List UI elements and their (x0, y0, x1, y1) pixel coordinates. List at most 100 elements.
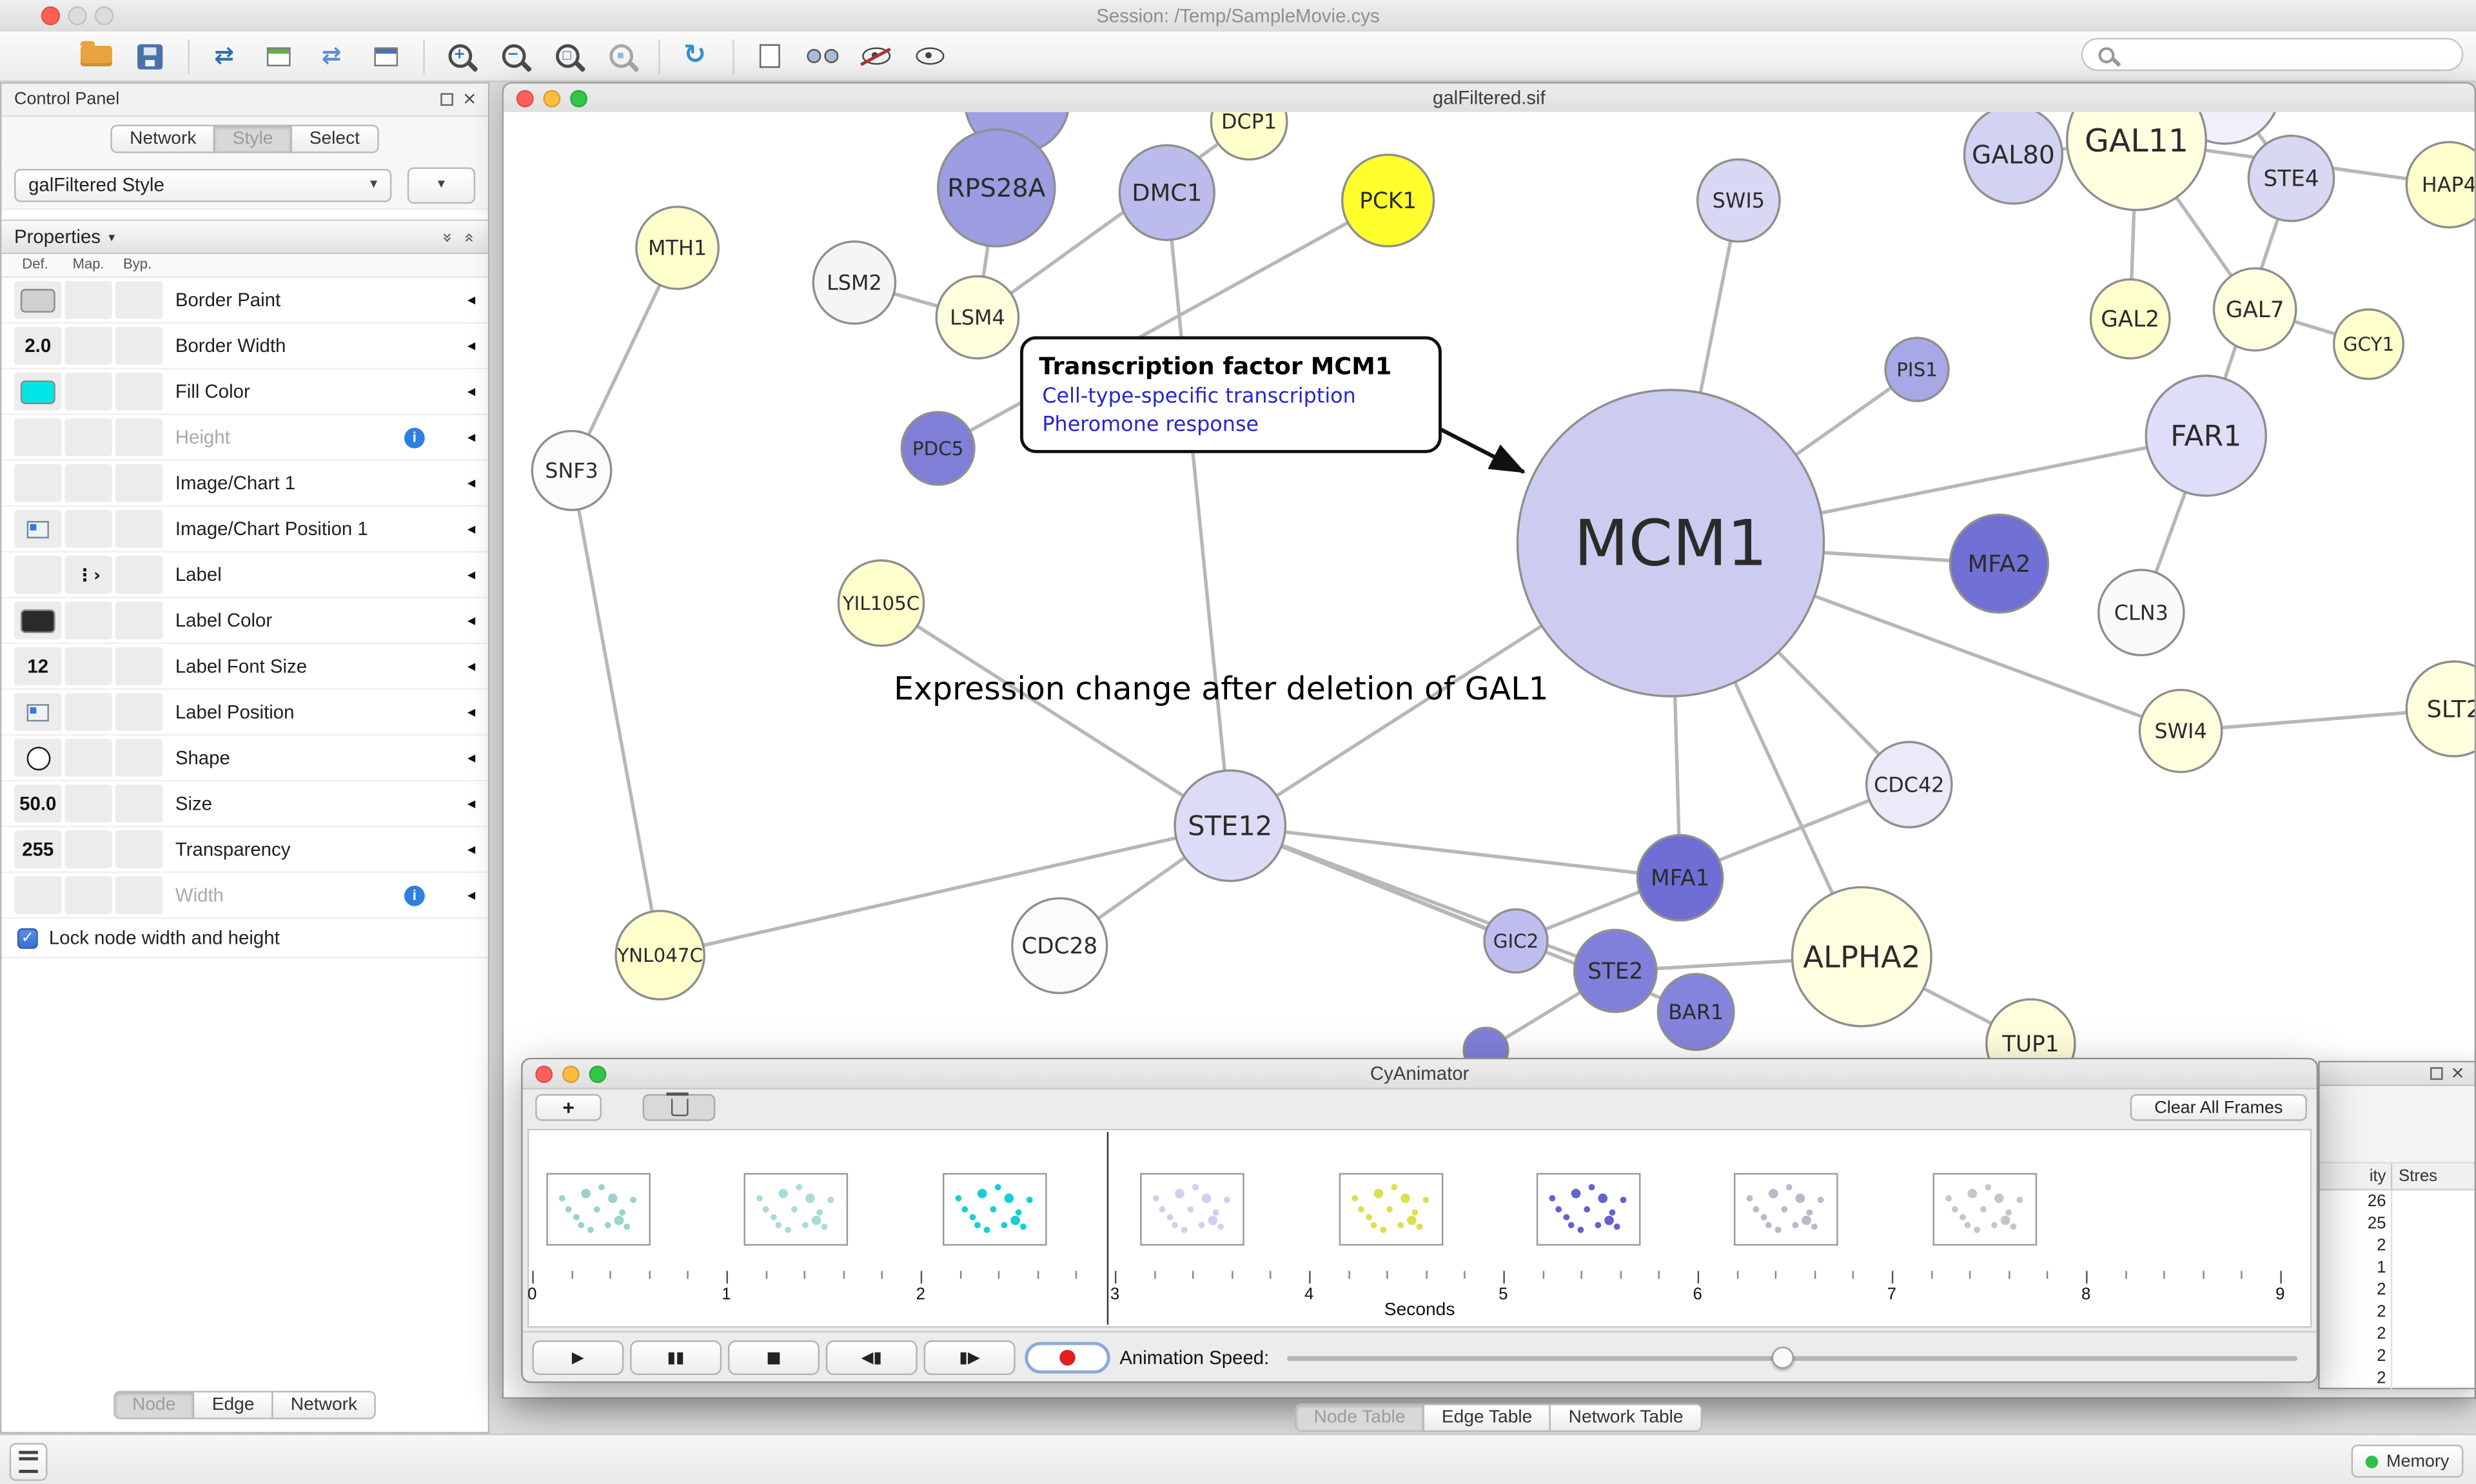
frame-thumbnail-8[interactable] (1932, 1173, 2038, 1246)
next-button[interactable]: ▮▶ (923, 1340, 1016, 1376)
export-network-icon[interactable]: ⇄ (321, 41, 342, 70)
node-GCY1[interactable] (2332, 308, 2405, 380)
node-GIC2[interactable] (1483, 908, 1549, 974)
style-options-button[interactable]: ▾ (407, 166, 476, 203)
property-row-image-chart-1[interactable]: Image/Chart 1◂ (1, 461, 488, 507)
node-DCP1[interactable] (1210, 112, 1288, 161)
clear-all-frames-button[interactable]: Clear All Frames (2130, 1094, 2307, 1121)
expand-arrow[interactable]: ◂ (467, 795, 476, 813)
node-GAL11[interactable] (2066, 112, 2207, 211)
playhead[interactable] (1106, 1131, 1109, 1325)
zoom-button[interactable] (570, 89, 588, 107)
node-CLN3[interactable] (2097, 569, 2185, 657)
table-row[interactable]: 25 (2320, 1212, 2475, 1235)
node-LSM2[interactable] (812, 240, 897, 325)
expand-arrow[interactable]: ◂ (467, 291, 476, 309)
expand-arrow[interactable]: ◂ (467, 520, 476, 538)
tab-select[interactable]: Select (290, 124, 379, 153)
frame-thumbnail-4[interactable] (1140, 1173, 1244, 1246)
play-button[interactable]: ▶ (532, 1340, 624, 1376)
previous-button[interactable]: ◀▮ (825, 1340, 918, 1376)
property-row-image-chart-position-1[interactable]: Image/Chart Position 1◂ (1, 507, 488, 553)
first-neighbors-icon[interactable] (802, 35, 843, 77)
minimize-button[interactable] (562, 1064, 580, 1082)
slider-thumb[interactable] (1771, 1346, 1794, 1369)
property-row-label-position[interactable]: Label Position◂ (1, 690, 488, 736)
panel-tab-network[interactable]: Network (271, 1391, 377, 1420)
close-button[interactable] (516, 89, 534, 107)
import-table-icon[interactable] (257, 35, 299, 77)
color-swatch[interactable] (20, 379, 55, 404)
zoom-out-icon[interactable]: − (493, 35, 534, 77)
expand-arrow[interactable]: ◂ (467, 841, 476, 859)
node-ALPHA2[interactable] (1791, 886, 1932, 1028)
zoom-in-icon[interactable]: + (439, 35, 480, 77)
node-PDC5[interactable] (900, 411, 976, 486)
show-all-icon[interactable] (910, 35, 951, 77)
tab-style[interactable]: Style (213, 124, 292, 153)
expand-arrow[interactable]: ◂ (467, 382, 476, 400)
table-row[interactable]: 2 (2320, 1367, 2475, 1390)
panel-toggle-button[interactable] (9, 1443, 48, 1481)
node-STE2[interactable] (1573, 928, 1658, 1013)
expand-arrow[interactable]: ◂ (467, 749, 476, 766)
snapshot-icon[interactable] (749, 35, 790, 77)
annotation-link[interactable]: Cell-type-specific transcription (1042, 385, 1356, 409)
table-row[interactable]: 1 (2320, 1256, 2475, 1279)
search-box[interactable] (2081, 37, 2464, 72)
node-BAR1[interactable] (1656, 973, 1735, 1051)
record-button[interactable] (1025, 1342, 1110, 1374)
node-RPS28A[interactable] (936, 128, 1056, 248)
node-STE4[interactable] (2247, 134, 2335, 222)
properties-header[interactable]: Properties ▾ » « (1, 219, 488, 255)
node-STE12[interactable] (1174, 769, 1287, 883)
node-GAL2[interactable] (2089, 278, 2171, 360)
annotation-box[interactable]: Transcription factor MCM1 Cell-type-spec… (1020, 336, 1442, 453)
frame-thumbnail-7[interactable] (1733, 1173, 1838, 1246)
minimize-button[interactable] (543, 89, 561, 107)
close-button[interactable] (535, 1064, 553, 1082)
frame-thumbnail-5[interactable] (1339, 1173, 1444, 1246)
panel-tab-edge[interactable]: Edge (193, 1391, 273, 1420)
property-row-shape[interactable]: Shape◂ (1, 736, 488, 782)
column-header[interactable]: ity (2320, 1163, 2393, 1189)
stop-button[interactable]: ■ (727, 1340, 820, 1376)
frame-thumbnail-2[interactable] (743, 1173, 849, 1246)
search-input[interactable] (2125, 41, 2462, 68)
node-GAL80[interactable] (1963, 112, 2064, 205)
add-frame-button[interactable]: + (535, 1094, 602, 1121)
table-row[interactable]: 2 (2320, 1300, 2475, 1323)
node-DMC1[interactable] (1118, 144, 1215, 241)
tab-network[interactable]: Network (110, 124, 215, 153)
animation-speed-slider[interactable] (1286, 1346, 2298, 1369)
save-icon[interactable] (130, 35, 171, 77)
expand-arrow[interactable]: ◂ (467, 658, 476, 675)
export-table-icon[interactable] (365, 35, 406, 77)
property-row-fill-color[interactable]: Fill Color◂ (1, 369, 488, 416)
table-row[interactable]: 2 (2320, 1278, 2475, 1301)
property-row-label-color[interactable]: Label Color◂ (1, 598, 488, 645)
pause-button[interactable]: ▮▮ (630, 1340, 722, 1376)
table-tab-network-table[interactable]: Network Table (1549, 1403, 1702, 1432)
node-MCM1[interactable] (1516, 389, 1825, 698)
table-tab-node-table[interactable]: Node Table (1295, 1403, 1424, 1432)
node-HAP4[interactable] (2405, 141, 2475, 229)
close-button[interactable] (41, 6, 61, 26)
node-YIL105C[interactable] (837, 559, 925, 647)
table-row[interactable]: 2 (2320, 1345, 2475, 1367)
expand-arrow[interactable]: ◂ (467, 428, 476, 446)
memory-button[interactable]: Memory (2352, 1444, 2464, 1478)
collapse-all-icon[interactable]: « (459, 231, 480, 242)
zoom-button[interactable] (589, 1064, 607, 1082)
node-PIS1[interactable] (1884, 337, 1950, 402)
hide-selected-icon[interactable] (856, 35, 897, 77)
node-SNF3[interactable] (531, 429, 613, 511)
import-network-icon[interactable]: ⇄ (214, 41, 235, 70)
node-CDC42[interactable] (1865, 741, 1953, 828)
zoom-fit-icon[interactable]: □ (546, 35, 587, 77)
node-MTH1[interactable] (635, 206, 720, 290)
expand-arrow[interactable]: ◂ (467, 337, 476, 355)
float-window-icon[interactable] (2430, 1067, 2443, 1080)
